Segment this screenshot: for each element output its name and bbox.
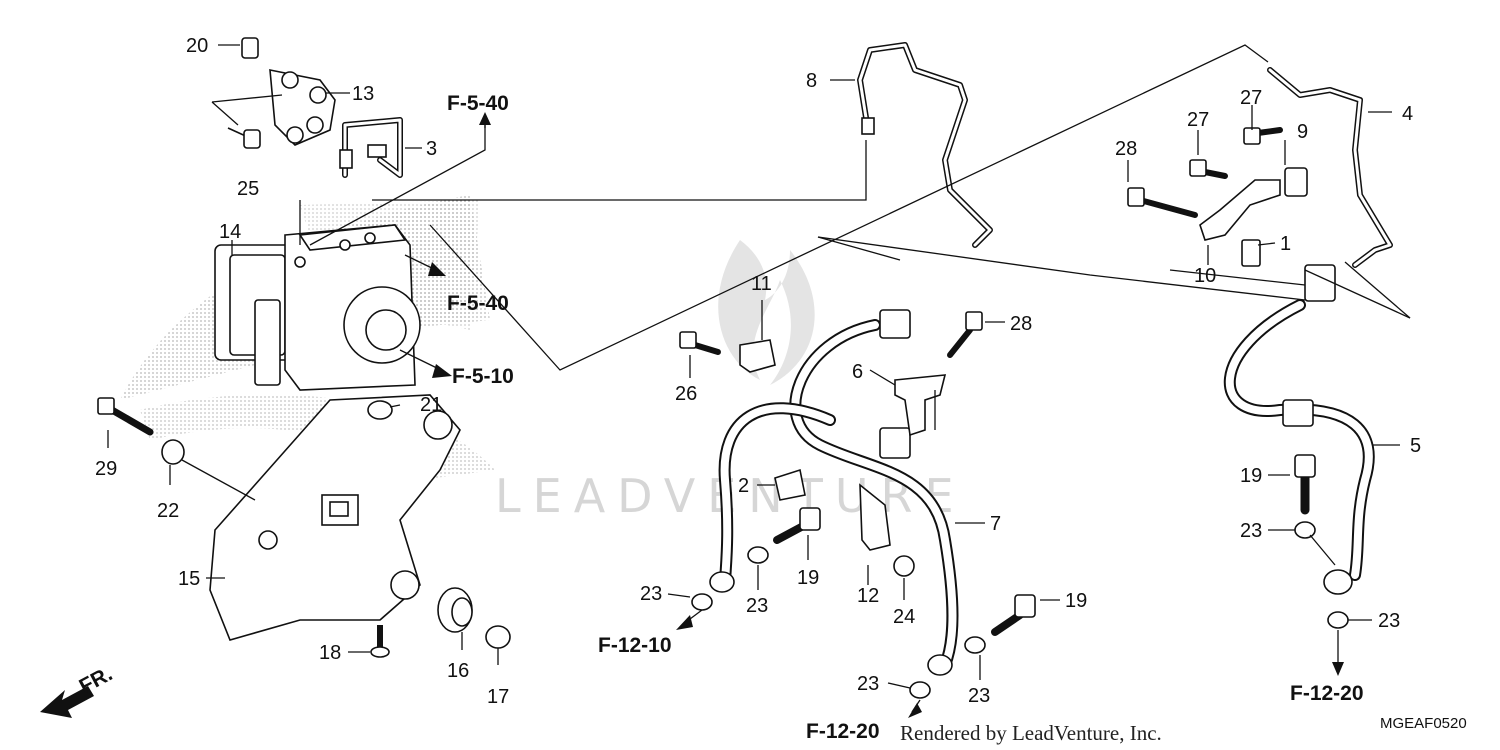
- bolt-29: [97, 397, 154, 436]
- ref-label-f-12-20-right: F-12-20: [1290, 682, 1364, 705]
- bolt-19-right: [1294, 454, 1316, 515]
- part-label-11: 11: [751, 273, 772, 295]
- bolt-19-lower: [991, 594, 1036, 636]
- part-label-14: 14: [219, 221, 241, 243]
- clip-2: [774, 468, 806, 501]
- part-label-22: 22: [157, 500, 179, 522]
- leader-lines: [107, 44, 1400, 718]
- part-label-5: 5: [1410, 435, 1421, 457]
- part-label-1: 1: [1280, 233, 1291, 255]
- washer-23-b: [747, 546, 769, 564]
- grommet-21: [367, 400, 393, 420]
- part-label-12: 12: [857, 585, 879, 607]
- part-label-28-center: 28: [1010, 313, 1032, 335]
- ref-label-f-12-20-bottom: F-12-20: [806, 720, 880, 743]
- bolt-27-left: [1189, 159, 1228, 179]
- part-label-10: 10: [1194, 265, 1216, 287]
- part-label-29: 29: [95, 458, 117, 480]
- washer-23-a: [691, 593, 713, 611]
- clip-1: [1241, 239, 1261, 267]
- bolt-26: [679, 331, 721, 355]
- bracket-12: [859, 483, 891, 551]
- part-label-23-d: 23: [968, 685, 990, 707]
- part-label-27-right: 27: [1240, 87, 1262, 109]
- front-direction-arrow-icon: [40, 686, 94, 718]
- bolt-28-center: [947, 311, 983, 358]
- nut-20: [241, 37, 259, 59]
- part-label-24: 24: [893, 606, 915, 628]
- part-label-28-right: 28: [1115, 138, 1137, 160]
- grommet-16: [437, 587, 473, 633]
- collar-17: [485, 625, 511, 649]
- part-label-13: 13: [352, 83, 374, 105]
- washer-23-e: [1294, 521, 1316, 539]
- bolt-28-right: [1127, 187, 1198, 218]
- part-label-16: 16: [447, 660, 469, 682]
- joint-block-13: [269, 69, 336, 146]
- part-label-23-c: 23: [857, 673, 879, 695]
- pipe-8: [857, 42, 993, 248]
- clip-9: [1284, 167, 1308, 197]
- ref-label-f-5-10: F-5-10: [452, 365, 514, 388]
- part-label-2: 2: [738, 475, 749, 497]
- connection-lines: [181, 44, 1411, 501]
- part-label-23-f: 23: [1378, 610, 1400, 632]
- ref-label-f-5-40-top: F-5-40: [447, 92, 509, 115]
- part-label-15: 15: [178, 568, 200, 590]
- part-label-23-a: 23: [640, 583, 662, 605]
- credit-text: Rendered by LeadVenture, Inc.: [900, 721, 1162, 745]
- part-label-8: 8: [806, 70, 817, 92]
- part-label-19-lower: 19: [1065, 590, 1087, 612]
- part-number-labels: 20 13 3 25 14 21 29 22 15 18 16 17 8 11 …: [95, 35, 1421, 708]
- part-label-19-center: 19: [797, 567, 819, 589]
- clamp-6: [894, 374, 947, 437]
- part-label-21: 21: [420, 394, 442, 416]
- part-label-4: 4: [1402, 103, 1413, 125]
- part-label-7: 7: [990, 513, 1001, 535]
- part-label-19-right: 19: [1240, 465, 1262, 487]
- part-label-9: 9: [1297, 121, 1308, 143]
- part-label-18: 18: [319, 642, 341, 664]
- bracket-15: [209, 394, 461, 641]
- bolt-25: [227, 127, 261, 149]
- clip-11: [739, 339, 776, 373]
- bolt-19-center: [773, 507, 821, 544]
- drawing-code: MGEAF0520: [1380, 715, 1467, 732]
- part-label-27-left: 27: [1187, 109, 1209, 131]
- bolt-18: [370, 625, 390, 658]
- part-label-23-b: 23: [746, 595, 768, 617]
- pipe-4: [1267, 67, 1393, 268]
- washer-23-c: [909, 681, 931, 699]
- washer-23-f: [1327, 611, 1349, 629]
- reference-labels: F-5-40 F-5-40 F-5-10 F-12-10 F-12-20 F-1…: [447, 92, 1364, 743]
- washer-22: [161, 439, 185, 465]
- hose-5: [1223, 264, 1375, 595]
- part-label-25: 25: [237, 178, 259, 200]
- hose-7: [709, 309, 959, 676]
- part-label-17: 17: [487, 686, 509, 708]
- part-label-20: 20: [186, 35, 208, 57]
- nut-24: [893, 555, 915, 577]
- ref-label-f-5-40-middle: F-5-40: [447, 292, 509, 315]
- part-label-23-e: 23: [1240, 520, 1262, 542]
- abs-modulator-14: [214, 224, 421, 391]
- pipe-3: [339, 117, 403, 178]
- part-label-26: 26: [675, 383, 697, 405]
- bracket-10: [1199, 179, 1281, 241]
- part-label-6: 6: [852, 361, 863, 383]
- ref-label-f-12-10: F-12-10: [598, 634, 672, 657]
- part-label-3: 3: [426, 138, 437, 160]
- washer-23-d: [964, 636, 986, 654]
- bolt-27-right: [1243, 127, 1283, 145]
